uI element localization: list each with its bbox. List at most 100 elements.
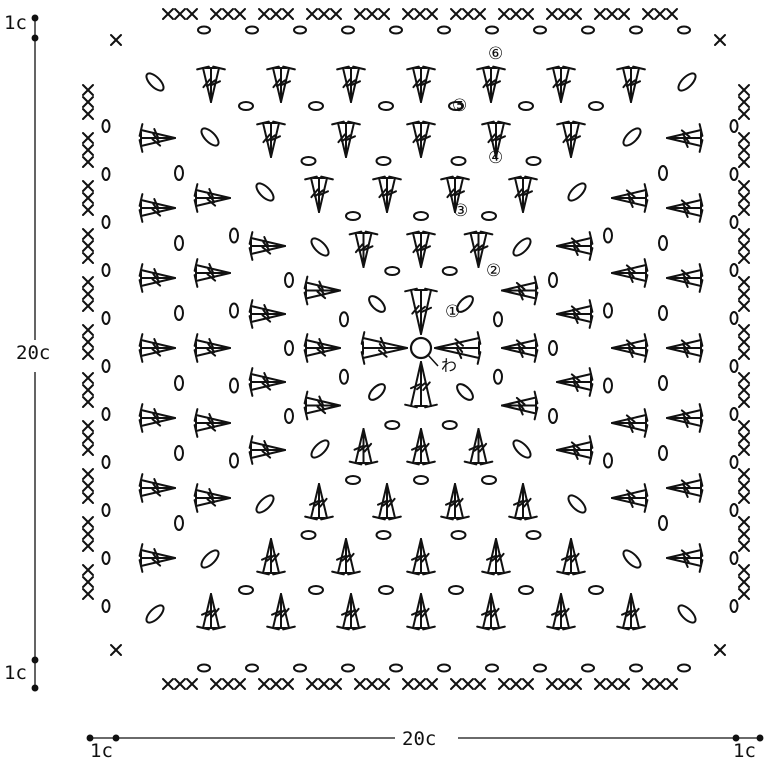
- single-crochet-stitch: [83, 133, 93, 143]
- single-crochet-stitch: [283, 9, 293, 19]
- single-crochet-stitch: [83, 493, 93, 503]
- leader-line: [428, 355, 438, 366]
- single-crochet-stitch: [475, 679, 485, 689]
- single-crochet-stitch: [571, 9, 581, 19]
- single-crochet-stitch: [739, 469, 749, 479]
- chain-stitch: [285, 273, 293, 287]
- dimension-tick: [32, 15, 38, 21]
- double-crochet-stitch: [271, 122, 285, 157]
- chain-stitch: [175, 236, 183, 250]
- chain-stitch: [144, 603, 167, 626]
- double-crochet-stitch: [557, 539, 571, 574]
- single-crochet-stitch: [83, 433, 93, 443]
- chain-stitch: [659, 166, 667, 180]
- single-crochet-stitch: [83, 289, 93, 299]
- chain-stitch: [549, 409, 557, 423]
- single-crochet-stitch: [655, 9, 665, 19]
- chain-stitch: [621, 126, 644, 149]
- chain-stitch: [199, 548, 222, 571]
- chain-stitch: [659, 236, 667, 250]
- chain-stitch: [377, 157, 391, 165]
- chain-stitch: [452, 157, 466, 165]
- double-crochet-stitch: [557, 314, 592, 328]
- single-crochet-stitch: [283, 679, 293, 689]
- chain-stitch: [239, 586, 253, 594]
- chain-stitch: [346, 476, 360, 484]
- center-ring-label: わ: [441, 358, 457, 374]
- chain-stitch: [443, 267, 457, 275]
- chain-stitch: [676, 603, 699, 626]
- single-crochet-stitch: [403, 679, 413, 689]
- chain-stitch: [239, 102, 253, 110]
- single-crochet-stitch: [223, 679, 233, 689]
- chain-stitch: [452, 531, 466, 539]
- single-crochet-stitch: [175, 679, 185, 689]
- single-crochet-stitch: [607, 9, 617, 19]
- chain-stitch: [103, 360, 110, 372]
- single-crochet-stitch: [187, 9, 197, 19]
- single-crochet-stitch: [83, 577, 93, 587]
- chain-stitch: [285, 341, 293, 355]
- chain-stitch: [534, 27, 546, 34]
- single-crochet-stitch: [739, 349, 749, 359]
- double-crochet-stitch: [482, 539, 496, 574]
- chain-stitch: [103, 504, 110, 516]
- double-crochet-stitch: [667, 558, 702, 572]
- single-crochet-stitch: [739, 493, 749, 503]
- single-crochet-stitch: [403, 9, 413, 19]
- single-crochet-stitch: [739, 421, 749, 431]
- double-crochet-stitch: [140, 124, 175, 138]
- single-crochet-stitch: [187, 679, 197, 689]
- chain-stitch: [230, 379, 238, 393]
- single-crochet-stitch: [307, 679, 317, 689]
- chain-stitch: [519, 102, 533, 110]
- single-crochet-stitch: [739, 577, 749, 587]
- chain-stitch: [534, 665, 546, 672]
- single-crochet-stitch: [499, 679, 509, 689]
- double-crochet-stitch: [612, 423, 647, 437]
- chain-stitch: [511, 438, 534, 461]
- single-crochet-stitch: [331, 9, 341, 19]
- chain-stitch: [566, 181, 589, 204]
- chain-stitch: [377, 531, 391, 539]
- chain-stitch: [482, 476, 496, 484]
- single-crochet-stitch: [667, 9, 677, 19]
- chain-stitch: [731, 120, 738, 132]
- chain-stitch: [175, 516, 183, 530]
- single-crochet-stitch: [83, 517, 93, 527]
- double-crochet-stitch: [267, 594, 281, 629]
- single-crochet-stitch: [667, 679, 677, 689]
- margin-right-label: 1c: [733, 742, 756, 761]
- single-crochet-stitch: [739, 481, 749, 491]
- double-crochet-stitch: [561, 67, 575, 102]
- single-crochet-stitch: [83, 349, 93, 359]
- single-crochet-stitch: [739, 157, 749, 167]
- single-crochet-stitch: [415, 9, 425, 19]
- chain-stitch: [175, 376, 183, 390]
- single-crochet-stitch: [83, 229, 93, 239]
- chain-stitch: [103, 600, 110, 612]
- width-label: 20c: [402, 730, 436, 749]
- single-crochet-stitch: [83, 445, 93, 455]
- chain-stitch: [678, 665, 690, 672]
- chain-stitch: [254, 181, 277, 204]
- double-crochet-stitch: [421, 67, 435, 102]
- double-crochet-stitch: [197, 594, 211, 629]
- margin-bottom-label: 1c: [4, 664, 27, 683]
- single-crochet-stitch: [163, 679, 173, 689]
- single-crochet-stitch: [235, 679, 245, 689]
- round-5-label: ⑤: [452, 98, 467, 115]
- single-crochet-stitch: [739, 529, 749, 539]
- double-crochet-stitch: [211, 67, 225, 102]
- double-crochet-stitch: [667, 348, 702, 362]
- single-crochet-stitch: [739, 517, 749, 527]
- dimension-tick: [32, 35, 38, 41]
- double-crochet-stitch: [407, 539, 421, 574]
- double-crochet-stitch: [257, 539, 271, 574]
- chain-stitch: [254, 493, 277, 516]
- double-crochet-stitch: [250, 300, 285, 314]
- single-crochet-stitch: [619, 9, 629, 19]
- single-crochet-stitch: [111, 645, 121, 655]
- chain-stitch: [482, 212, 496, 220]
